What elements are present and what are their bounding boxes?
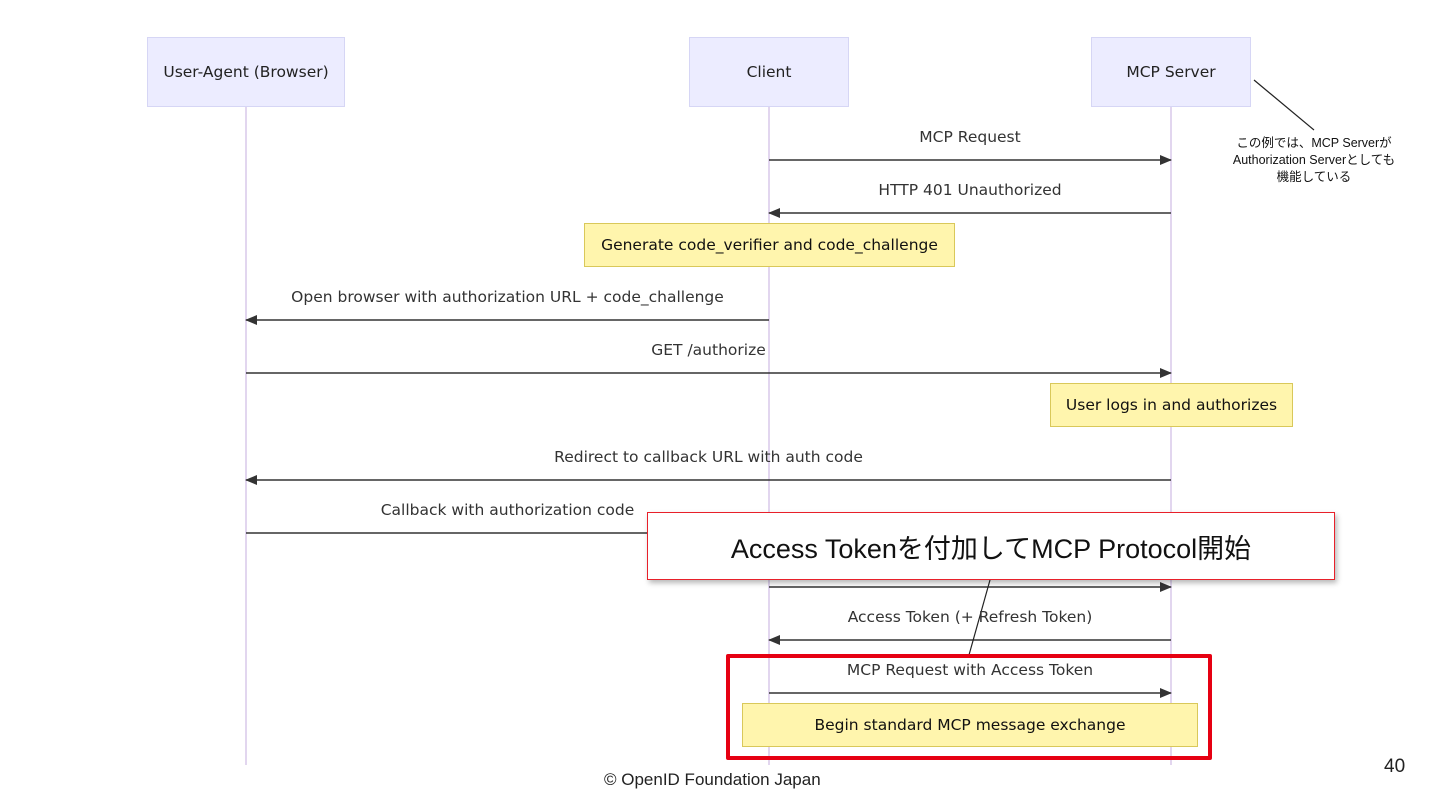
participant-label: User-Agent (Browser) [163,63,329,81]
note-label: User logs in and authorizes [1065,396,1278,414]
participant-label: MCP Server [1126,63,1216,81]
participant-label: Client [746,63,792,81]
participant-browser: User-Agent (Browser) [147,37,345,107]
note-2: User logs in and authorizes [1050,383,1293,427]
message-label-3: Open browser with authorization URL + co… [291,288,724,306]
participant-server: MCP Server [1091,37,1251,107]
copyright-footer: © OpenID Foundation Japan [604,770,821,789]
callout-label: Access Tokenを付加してMCP Protocol開始 [730,533,1252,564]
server-role-annotation: この例では、MCP Serverが Authorization Serverとし… [1205,135,1423,186]
message-label-9: MCP Request with Access Token [846,661,1094,679]
message-label-5: Redirect to callback URL with auth code [554,448,863,466]
callout-pointer-line [968,579,991,656]
page-number: 40 [1384,756,1406,777]
access-token-callout: Access Tokenを付加してMCP Protocol開始 [647,512,1335,580]
annotation-line-1: この例では、MCP Serverが [1236,136,1392,150]
note-3: Begin standard MCP message exchange [742,703,1198,747]
mcp-exchange-highlight-box [726,654,1212,760]
annotation-pointer-line [1253,79,1315,131]
message-label-6: Callback with authorization code [380,501,635,519]
annotation-line-3: 機能している [1276,170,1352,184]
message-label-2: HTTP 401 Unauthorized [878,181,1062,199]
message-label-8: Access Token (+ Refresh Token) [847,608,1093,626]
note-1: Generate code_verifier and code_challeng… [584,223,955,267]
message-label-1: MCP Request [919,128,1021,146]
note-label: Begin standard MCP message exchange [814,716,1126,734]
participant-client: Client [689,37,849,107]
message-label-4: GET /authorize [651,341,766,359]
annotation-line-2: Authorization Serverとしても [1232,153,1396,167]
note-label: Generate code_verifier and code_challeng… [601,236,938,254]
